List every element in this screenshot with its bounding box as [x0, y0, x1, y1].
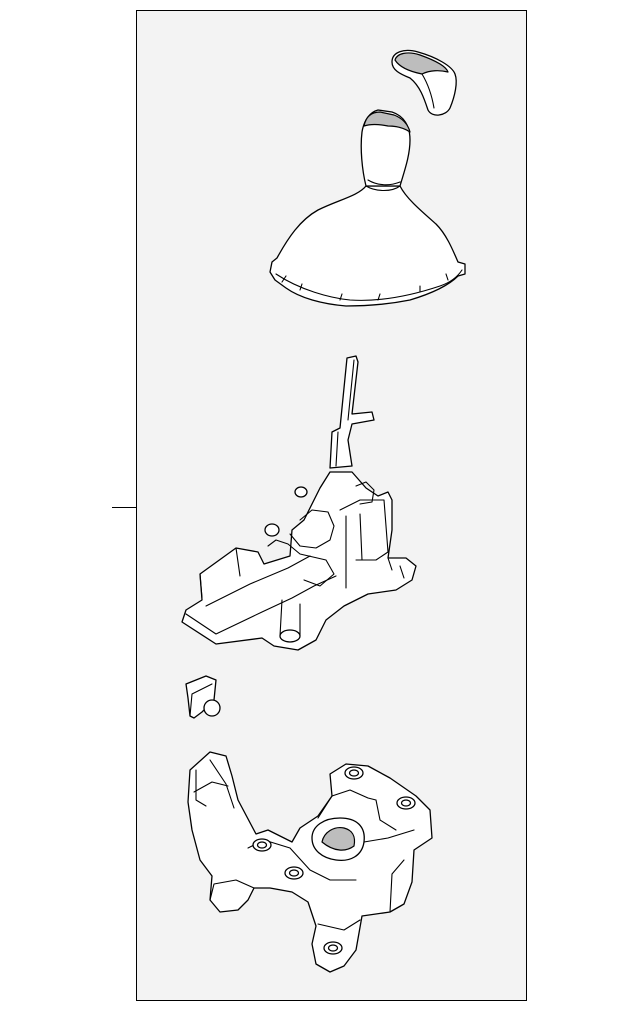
- retainer-clip: [185, 675, 221, 719]
- shift-knob-cap: [391, 49, 457, 116]
- shift-knob-with-boot: [269, 109, 466, 307]
- shift-lever-assembly: [181, 355, 417, 651]
- callout-leader-line: [112, 507, 136, 508]
- mounting-bracket: [187, 751, 433, 973]
